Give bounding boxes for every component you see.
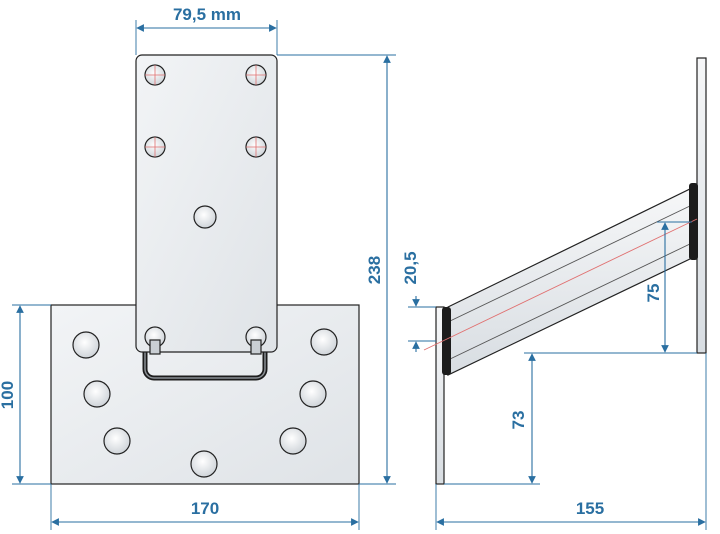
dim-side-depth: 155	[435, 353, 707, 530]
top-plate	[135, 54, 278, 353]
label-wall-height: 73	[509, 411, 528, 430]
label-offset: 20,5	[401, 251, 420, 284]
side-arm	[447, 187, 693, 376]
dim-offset: 20,5	[401, 251, 436, 352]
dim-base-height: 100	[0, 304, 51, 485]
base-plate-holes	[72, 328, 338, 478]
label-arm-rise: 75	[644, 284, 663, 303]
label-base-width: 170	[191, 499, 219, 518]
dim-top-width: 79,5 mm	[135, 5, 278, 55]
label-top-width: 79,5 mm	[173, 5, 241, 24]
center-line	[423, 218, 698, 351]
front-view	[50, 54, 360, 485]
side-view	[423, 57, 707, 485]
side-base-plate	[435, 306, 445, 485]
label-overall-height: 238	[365, 256, 384, 284]
label-base-height: 100	[0, 381, 17, 409]
dim-base-width: 170	[50, 484, 360, 530]
side-mount-plate	[696, 57, 707, 354]
dim-wall-height: 73	[444, 352, 697, 485]
label-side-depth: 155	[576, 499, 604, 518]
dim-overall-height: 238	[277, 54, 396, 485]
